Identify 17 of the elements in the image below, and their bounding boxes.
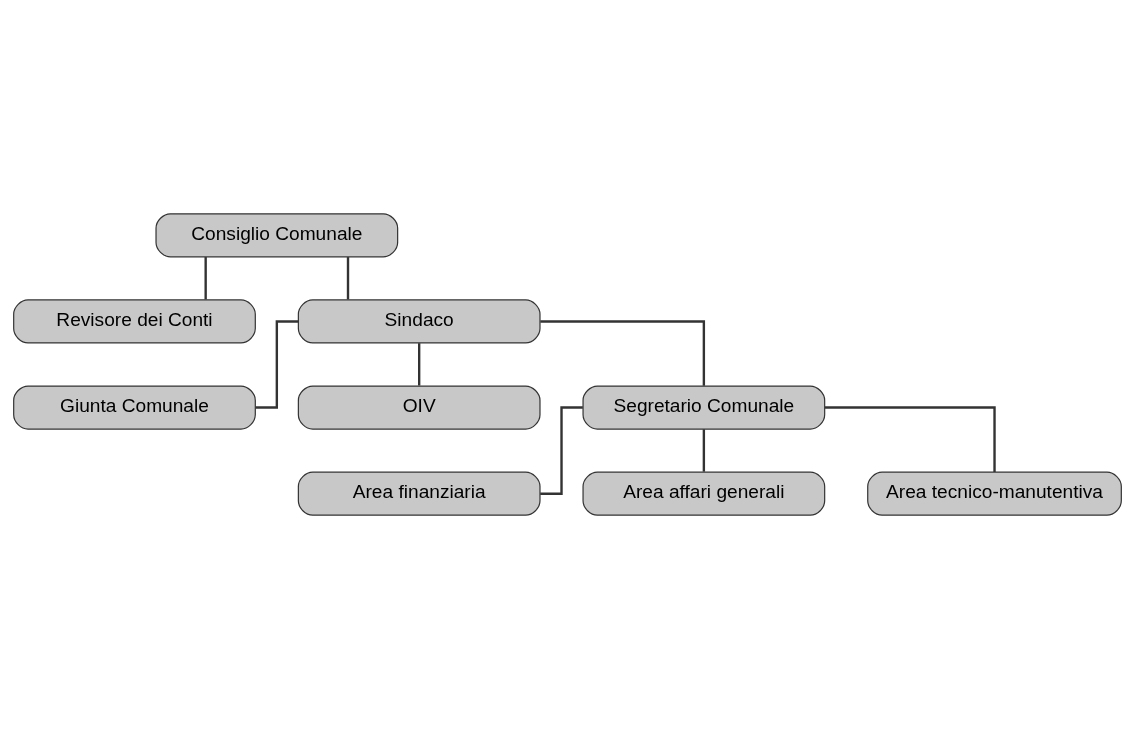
- connector: [702, 429, 706, 472]
- node-box: Area affari generali: [582, 471, 826, 516]
- connector: [346, 257, 350, 300]
- node-box: OIV: [297, 385, 541, 430]
- node-box: Segretario Comunale: [582, 385, 826, 430]
- connector: [540, 406, 583, 495]
- connector: [255, 320, 299, 409]
- node-box: Revisore dei Conti: [13, 299, 256, 344]
- node-box: Area tecnico-manutentiva: [867, 471, 1122, 516]
- node-box: Area finanziaria: [297, 471, 541, 516]
- connector: [825, 406, 996, 472]
- connector: [418, 343, 421, 386]
- node-box: Consiglio Comunale: [155, 213, 399, 258]
- connector: [204, 257, 207, 300]
- node-box: Giunta Comunale: [13, 385, 256, 430]
- node-box: Sindaco: [297, 299, 541, 344]
- connector: [540, 320, 706, 386]
